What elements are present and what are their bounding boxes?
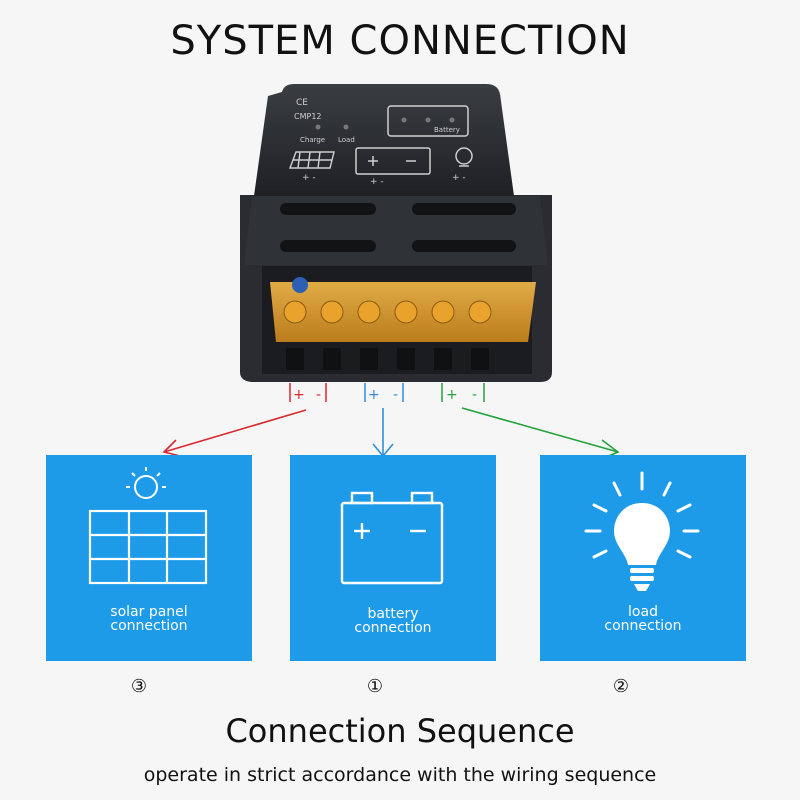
battery-card-label-line2: connection	[354, 620, 432, 636]
solar-order-number: ③	[130, 676, 148, 697]
load-card-label-line1: load	[628, 604, 658, 620]
solar-panel-card: solar panel connection	[46, 455, 252, 661]
solar-panel-icon	[88, 509, 208, 585]
device-solar-icon: + -	[288, 151, 335, 183]
svg-text:-: -	[393, 387, 398, 403]
solar-card-label-line2: connection	[110, 618, 188, 634]
terminal-screws	[283, 300, 492, 324]
light-bulb-icon	[614, 503, 670, 591]
solar-terminal-pair: + -	[289, 383, 327, 403]
load-terminal-pair: + -	[441, 383, 485, 403]
sequence-title: Connection Sequence	[225, 712, 575, 750]
solar-card-label-line1: solar panel	[110, 604, 188, 620]
battery-arrow	[372, 408, 394, 458]
charge-led	[315, 124, 321, 130]
load-led-label: Load	[338, 136, 355, 144]
battery-indicator-label: Battery	[434, 126, 460, 134]
battery-card-label-line1: battery	[367, 606, 419, 622]
charge-led-label: Charge	[300, 136, 325, 144]
load-arrow	[461, 407, 620, 459]
page-title: SYSTEM CONNECTION	[170, 18, 630, 64]
vent-slots	[280, 203, 516, 252]
battery-icon	[340, 491, 444, 585]
load-order-number: ②	[612, 676, 630, 697]
svg-text:+: +	[446, 387, 458, 403]
charge-controller-illustration: CE CMP12 Charge Load Battery + - + - + -	[162, 84, 620, 459]
light-rays-icon	[584, 471, 700, 559]
battery-terminal-pair: + -	[364, 383, 404, 403]
svg-text:-: -	[472, 387, 477, 403]
battery-indicator-frame	[387, 105, 469, 137]
svg-text:+ -: + -	[452, 173, 466, 183]
svg-text:-: -	[316, 387, 321, 403]
fuse-cap	[292, 277, 308, 293]
device-battery-icon: + -	[355, 147, 431, 187]
model-label: CMP12	[294, 112, 322, 121]
ce-mark: CE	[296, 98, 308, 108]
battery-order-number: ①	[366, 676, 384, 697]
load-card-label-line2: connection	[604, 618, 682, 634]
battery-card: battery connection	[290, 455, 496, 661]
load-card: load connection	[540, 455, 746, 661]
sequence-note: operate in strict accordance with the wi…	[143, 764, 657, 786]
load-led	[343, 124, 349, 130]
svg-text:+: +	[368, 387, 380, 403]
solar-arrow	[162, 409, 307, 457]
svg-text:+ -: + -	[370, 177, 384, 187]
sun-icon	[126, 467, 166, 499]
svg-text:+ -: + -	[302, 173, 316, 183]
device-load-icon: + -	[452, 147, 473, 183]
svg-text:+: +	[293, 387, 305, 403]
